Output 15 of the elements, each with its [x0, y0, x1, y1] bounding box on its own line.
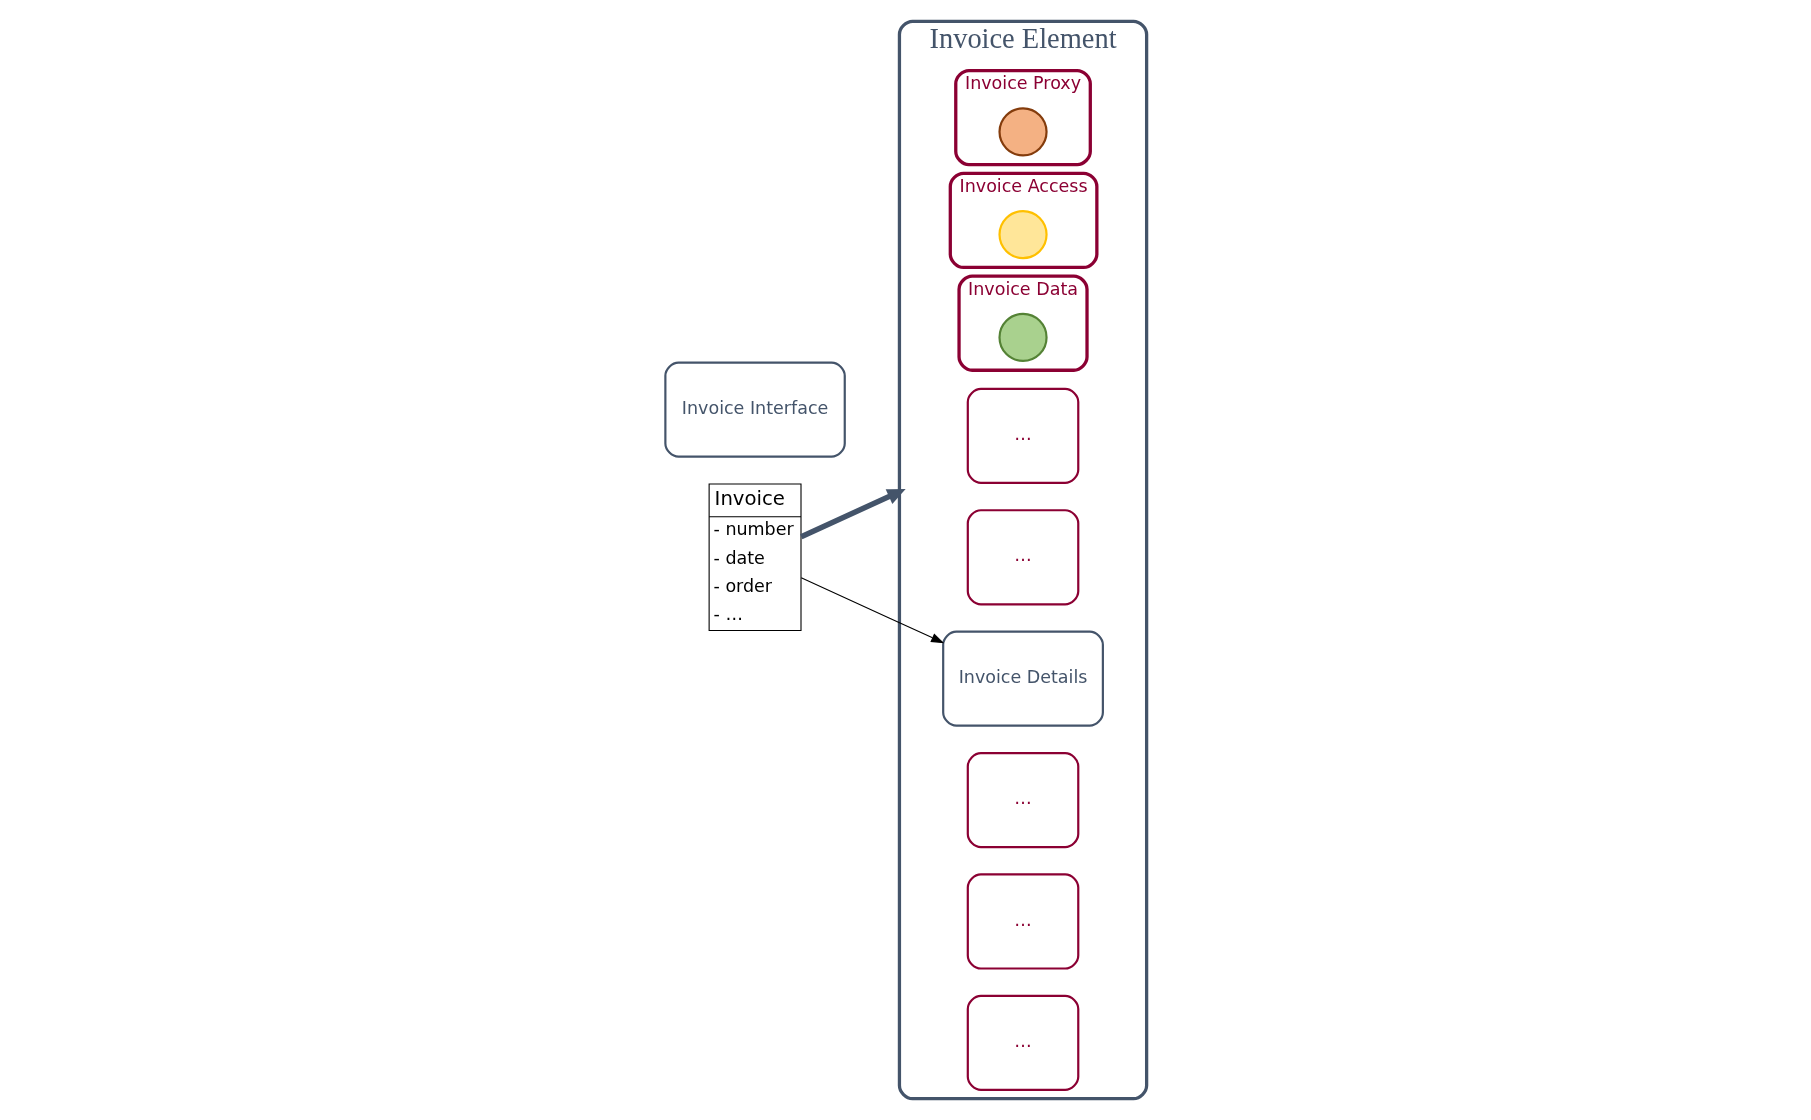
node-circle: [997, 107, 1048, 157]
node-box: Invoice Details: [941, 630, 1104, 727]
node-circle: [997, 312, 1048, 363]
node-box: …: [966, 509, 1079, 606]
node-box: Invoice Interface: [663, 361, 846, 458]
arrow: [800, 577, 944, 644]
cluster: Invoice Proxy: [953, 68, 1092, 167]
node-box: …: [966, 387, 1079, 484]
cluster: Invoice Access: [948, 171, 1098, 270]
node-box: …: [966, 873, 1079, 970]
cluster: Invoice Data: [956, 274, 1089, 372]
node-circle: [997, 210, 1048, 260]
node-box: …: [966, 994, 1079, 1091]
node-box: …: [966, 751, 1079, 849]
arrow: [799, 489, 906, 540]
